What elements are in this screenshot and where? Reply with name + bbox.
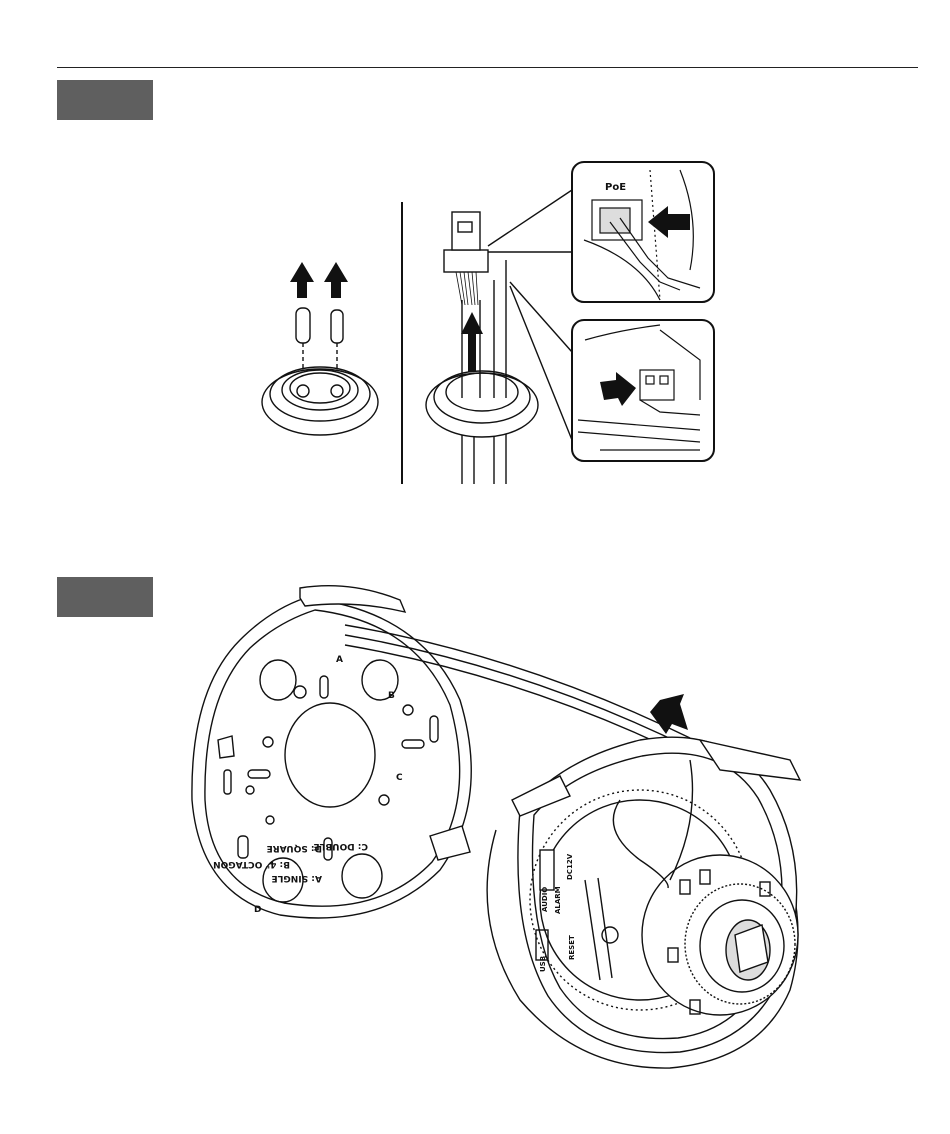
plate-marking-square: D: SQUARE: [267, 843, 322, 853]
board-label-alarm: ALARM: [554, 886, 562, 914]
plug-right: [331, 310, 343, 343]
up-arrow-icon: [290, 262, 348, 298]
poe-label: PoE: [605, 182, 626, 193]
press-arrow-icon: [650, 694, 688, 734]
board-label-reset: RESET: [568, 935, 576, 960]
grommet-left: [262, 367, 378, 435]
cable-insertion-diagram: [426, 190, 572, 484]
board-label-usb: USB: [539, 956, 547, 972]
plate-letter-b: B: [388, 691, 395, 701]
dome-camera-body: [487, 737, 800, 1068]
plate-letter-a: A: [336, 655, 343, 665]
callout-poe-port: PoE: [572, 162, 714, 302]
callout-terminal-block: [572, 320, 714, 461]
plate-letter-c: C: [396, 773, 403, 783]
rj45-connector: [444, 250, 488, 272]
board-label-dc12v: DC12V: [566, 853, 574, 880]
board-label-audio: AUDIO: [541, 887, 549, 912]
plug-left: [296, 308, 310, 343]
grommet-plugs-diagram: [262, 262, 378, 435]
plate-marking-octagon: B: 4" OCTAGON: [213, 859, 290, 869]
plate-marking-single: A: SINGLE: [272, 873, 323, 883]
plate-letter-d: D: [254, 905, 261, 915]
